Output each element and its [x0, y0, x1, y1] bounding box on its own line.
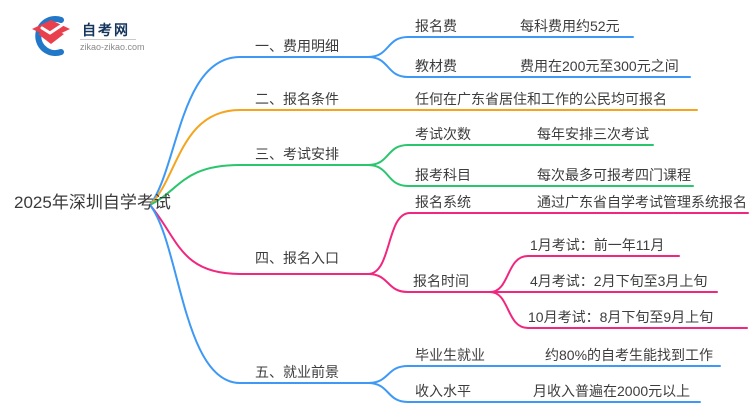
node-income-level: 收入水平: [415, 383, 471, 399]
node-reg-time: 报名时间: [413, 273, 469, 289]
branch-fee: 一、费用明细: [255, 38, 339, 54]
branch-arrangement-lines: [149, 144, 694, 206]
value-exam-times: 每年安排三次考试: [537, 126, 649, 142]
node-graduate-jobs: 毕业生就业: [415, 347, 485, 363]
branch-fee-lines: [149, 36, 691, 206]
value-graduate-jobs: 约80%的自考生能找到工作: [545, 347, 714, 363]
value-reg-system: 通过广东省自学考试管理系统报名: [537, 194, 747, 210]
node-textbook-fee: 教材费: [415, 58, 457, 74]
graduation-cap-icon: [32, 16, 70, 56]
branch-entrance: 四、报名入口: [255, 250, 339, 266]
logo-divider: [80, 39, 136, 40]
branch-arrangement: 三、考试安排: [255, 146, 339, 162]
site-name: 自考网: [82, 22, 130, 38]
value-conditions: 任何在广东省居住和工作的公民均可报名: [415, 91, 667, 107]
node-registration-fee: 报名费: [415, 18, 457, 34]
root-node: 2025年深圳自学考试: [14, 193, 171, 212]
node-reg-system: 报名系统: [415, 194, 471, 210]
value-exam-subjects: 每次最多可报考四门课程: [537, 167, 691, 183]
branch-employment: 五、就业前景: [255, 364, 339, 380]
value-income-level: 月收入普遍在2000元以上: [533, 383, 691, 399]
site-url: zikao-zikao.com: [80, 42, 145, 52]
node-exam-times: 考试次数: [415, 126, 471, 142]
node-exam-subjects: 报考科目: [415, 167, 471, 183]
branch-condition-lines: [149, 109, 698, 206]
branch-employment-lines: [149, 204, 721, 403]
value-registration-fee: 每科费用约52元: [520, 18, 620, 34]
branch-conditions: 二、报名条件: [255, 91, 339, 107]
branch-entrance-lines: [149, 204, 749, 329]
value-apr-exam: 4月考试：2月下旬至3月上旬: [530, 273, 708, 289]
value-oct-exam: 10月考试：8月下旬至9月上旬: [528, 309, 714, 325]
value-jan-exam: 1月考试：前一年11月: [530, 237, 665, 253]
site-logo: 自考网 zikao-zikao.com: [28, 12, 148, 58]
value-textbook-fee: 费用在200元至300元之间: [520, 58, 679, 74]
